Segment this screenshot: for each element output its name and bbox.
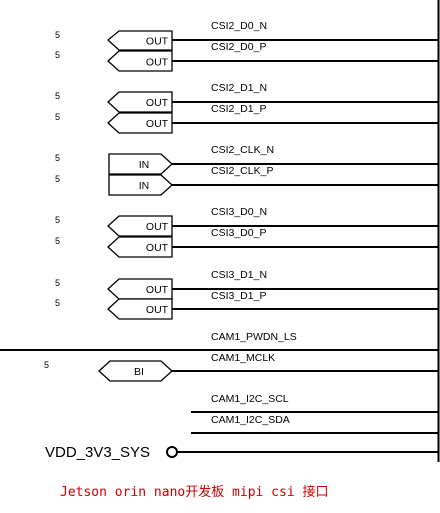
port-direction-label: BI — [134, 366, 144, 378]
net-label: CSI2_D1_P — [211, 103, 266, 115]
pin-number: 5 — [55, 215, 60, 225]
net-label: CSI3_D0_P — [211, 227, 266, 239]
net-cam1-i2c: CAM1_I2C_SCL CAM1_I2C_SDA — [191, 393, 438, 434]
power-net-vdd-3v3: VDD_3V3_SYS — [45, 444, 438, 461]
net-label: CSI2_D0_N — [211, 20, 267, 32]
out-port-symbol — [107, 236, 173, 258]
out-port-symbol — [107, 278, 173, 300]
in-port-symbol — [108, 153, 173, 175]
net-label: CAM1_I2C_SCL — [211, 393, 289, 405]
pin-number: 5 — [55, 153, 60, 163]
port-group-csi3-d1: OUT OUT CSI3_D1_N CSI3_D1_P 5 5 — [55, 269, 438, 320]
port-direction-label: IN — [139, 180, 150, 192]
pin-number: 5 — [55, 30, 60, 40]
port-direction-label: OUT — [146, 221, 169, 233]
port-direction-label: OUT — [146, 118, 169, 130]
out-port-symbol — [107, 91, 173, 113]
net-label: CAM1_I2C_SDA — [211, 414, 290, 426]
diagram-caption: Jetson orin nano开发板 mipi csi 接口 — [60, 484, 329, 500]
port-direction-label: OUT — [146, 284, 169, 296]
pin-number: 5 — [55, 91, 60, 101]
in-port-symbol — [108, 174, 173, 196]
power-pin-circle — [166, 446, 178, 458]
pin-number: 5 — [55, 236, 60, 246]
port-group-csi3-d0: OUT OUT CSI3_D0_N CSI3_D0_P 5 5 — [55, 206, 438, 258]
net-label: CAM1_PWDN_LS — [211, 331, 297, 343]
net-label: CAM1_MCLK — [211, 352, 275, 364]
net-label: CSI3_D1_N — [211, 269, 267, 281]
pin-number: 5 — [55, 174, 60, 184]
port-group-csi2-d0: OUT OUT CSI2_D0_N CSI2_D0_P 5 5 — [55, 20, 438, 72]
net-label: CSI3_D1_P — [211, 290, 266, 302]
out-port-symbol — [107, 30, 173, 51]
pin-number: 5 — [55, 278, 60, 288]
port-direction-label: IN — [139, 159, 150, 171]
out-port-symbol — [107, 112, 173, 134]
net-label: CSI2_CLK_P — [211, 165, 273, 177]
net-cam1-pwdn: CAM1_PWDN_LS — [0, 331, 438, 351]
net-cam1-mclk: BI CAM1_MCLK 5 — [44, 352, 438, 382]
port-direction-label: OUT — [146, 304, 169, 316]
net-label: CSI3_D0_N — [211, 206, 267, 218]
pin-number: 5 — [55, 112, 60, 122]
power-net-label: VDD_3V3_SYS — [45, 444, 150, 461]
port-group-csi2-d1: OUT OUT CSI2_D1_N CSI2_D1_P 5 5 — [55, 82, 438, 134]
net-label: CSI2_D1_N — [211, 82, 267, 94]
port-direction-label: OUT — [146, 36, 169, 48]
out-port-symbol — [107, 50, 173, 72]
pin-number: 5 — [55, 50, 60, 60]
pin-number: 5 — [55, 298, 60, 308]
net-label: CSI2_CLK_N — [211, 144, 274, 156]
net-label: CSI2_D0_P — [211, 41, 266, 53]
pin-number: 5 — [44, 360, 49, 370]
port-group-csi2-clk: IN IN CSI2_CLK_N CSI2_CLK_P 5 5 — [55, 144, 438, 196]
port-direction-label: OUT — [146, 242, 169, 254]
out-port-symbol — [107, 298, 173, 320]
port-direction-label: OUT — [146, 97, 169, 109]
bidirectional-port-symbol — [98, 360, 173, 382]
port-direction-label: OUT — [146, 57, 169, 69]
out-port-symbol — [107, 215, 173, 237]
